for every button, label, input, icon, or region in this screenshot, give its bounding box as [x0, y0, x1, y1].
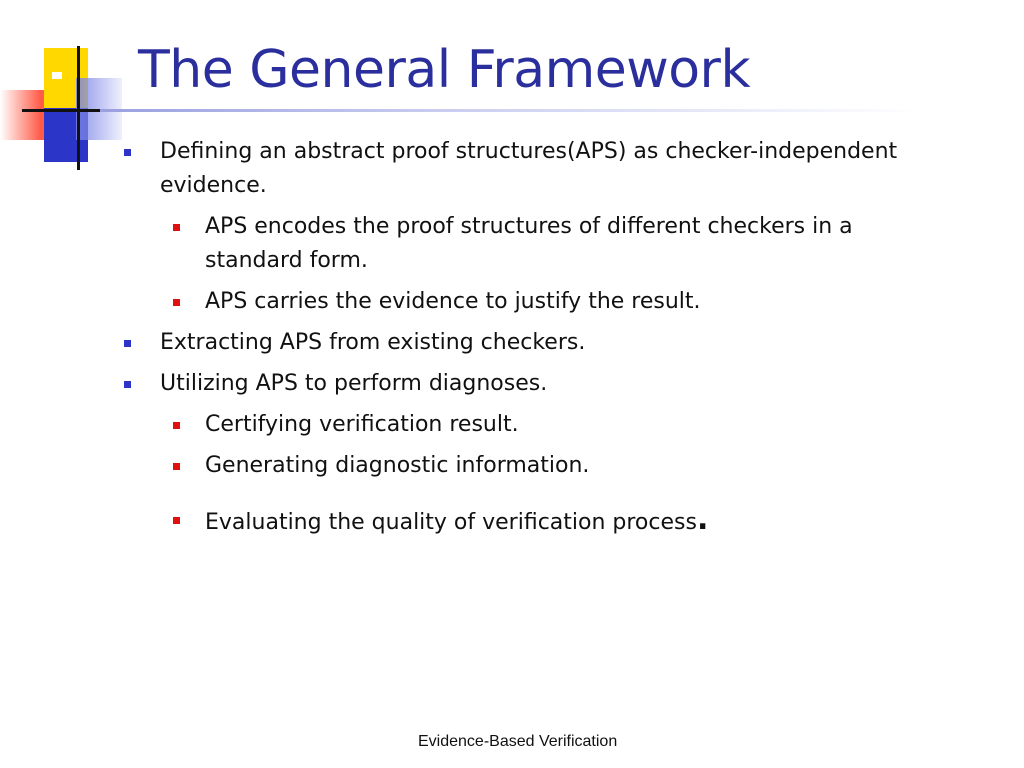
list-item-text: Certifying verification result. — [205, 412, 519, 437]
list-item: Evaluating the quality of verification p… — [120, 503, 940, 540]
list-item-text: APS carries the evidence to justify the … — [205, 289, 701, 314]
logo-white-bar — [52, 72, 62, 79]
list-item: Extracting APS from existing checkers. — [120, 326, 940, 360]
red-square-bullet-icon — [173, 517, 180, 524]
blue-square-bullet-icon — [124, 340, 131, 347]
title-underline — [100, 109, 920, 112]
blue-square-bullet-icon — [124, 149, 131, 156]
red-square-bullet-icon — [173, 299, 180, 306]
list-item-period: . — [696, 502, 709, 537]
list-item-text: Evaluating the quality of verification p… — [205, 510, 697, 535]
list-item-text: Extracting APS from existing checkers. — [160, 330, 586, 355]
list-item: Generating diagnostic information. — [120, 449, 940, 483]
logo-vertical-line — [77, 46, 80, 170]
list-item: APS carries the evidence to justify the … — [120, 285, 940, 319]
logo-horizontal-line — [22, 109, 122, 112]
list-item-text: Utilizing APS to perform diagnoses. — [160, 371, 548, 396]
list-item: Utilizing APS to perform diagnoses. — [120, 367, 940, 401]
blue-square-bullet-icon — [124, 381, 131, 388]
list-item-text: Generating diagnostic information. — [205, 453, 590, 478]
slide-title: The General Framework — [138, 40, 751, 100]
list-item: APS encodes the proof structures of diff… — [120, 210, 940, 278]
list-item-text: APS encodes the proof structures of diff… — [205, 214, 853, 273]
red-square-bullet-icon — [173, 422, 180, 429]
bullet-list: Defining an abstract proof structures(AP… — [120, 135, 940, 547]
decorative-squares-logo-icon — [0, 0, 130, 175]
red-square-bullet-icon — [173, 224, 180, 231]
list-item-text: Defining an abstract proof structures(AP… — [160, 139, 898, 198]
red-square-bullet-icon — [173, 463, 180, 470]
list-item: Certifying verification result. — [120, 408, 940, 442]
list-item: Defining an abstract proof structures(AP… — [120, 135, 940, 203]
slide-footer: Evidence-Based Verification — [418, 733, 618, 750]
